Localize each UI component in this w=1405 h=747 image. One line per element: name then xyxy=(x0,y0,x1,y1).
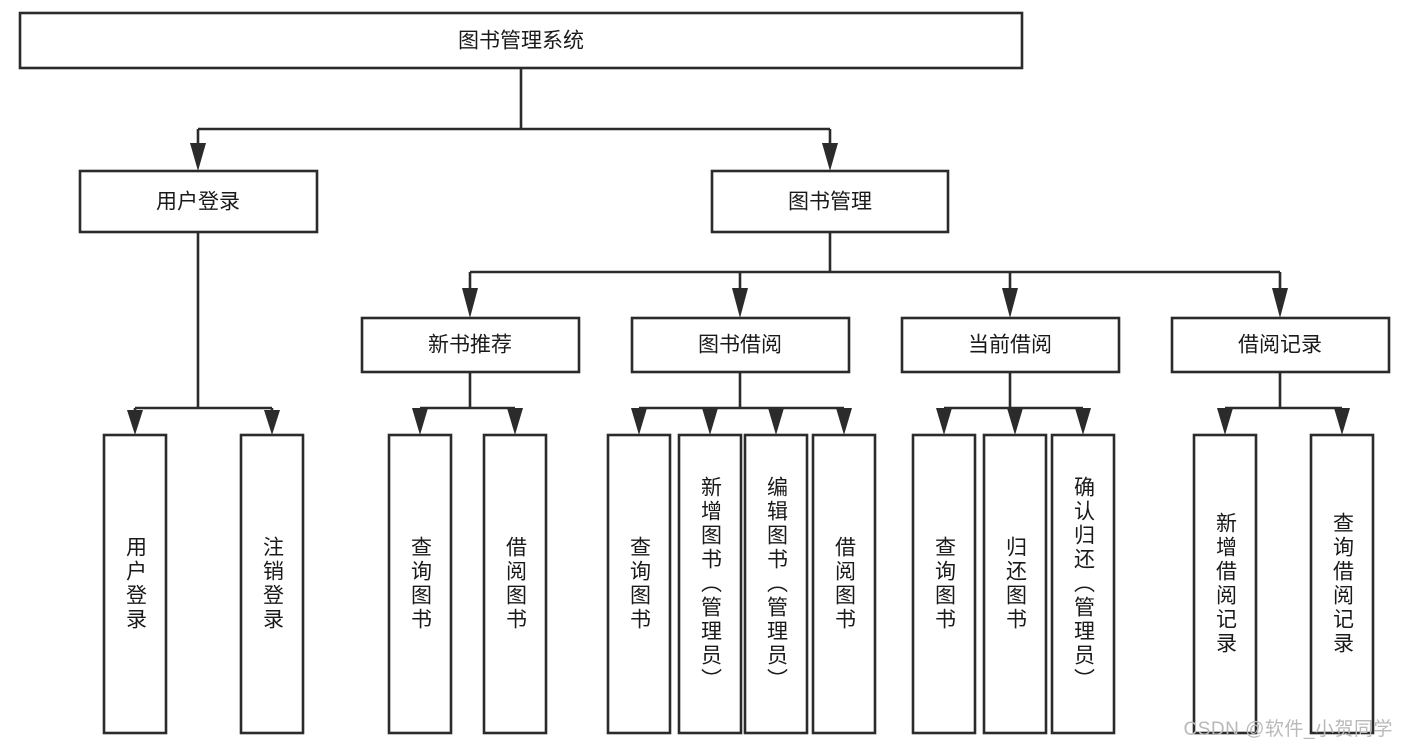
arrow-head-l-query-book-1 xyxy=(412,408,428,435)
connector-group-book-manage xyxy=(462,232,1288,318)
connector-group-borrow-record xyxy=(1217,372,1350,435)
arrow-head-l-borrow-book-1 xyxy=(507,408,523,435)
leaf-node-borrow-book-1[interactable]: 借阅图书 xyxy=(482,433,548,735)
leaf-user-logout-box[interactable] xyxy=(239,433,305,735)
arrow-head-leaf-user-login xyxy=(127,410,143,435)
leaf-node-user-logout[interactable]: 注销登录 xyxy=(239,433,305,735)
leaf-node-query-book-3[interactable]: 查询图书 xyxy=(911,433,977,735)
leaf-node-confirm-return[interactable]: 确认归还（管理员） xyxy=(1050,433,1116,735)
leaf-confirm-return-box[interactable] xyxy=(1050,433,1116,735)
leaf-node-query-book-1[interactable]: 查询图书 xyxy=(387,433,453,735)
arrow-head-current-borrow xyxy=(1002,288,1018,318)
node-user-login-label: 用户登录 xyxy=(156,191,240,214)
leaf-edit-book-label: 编辑图书（管理员） xyxy=(765,476,789,692)
arrow-head-l-add-record xyxy=(1217,408,1233,435)
leaf-add-book-box[interactable] xyxy=(677,433,743,735)
connector-group-current-borrow xyxy=(936,372,1091,435)
leaf-query-book-2-box[interactable] xyxy=(606,433,672,735)
node-book-borrow-label: 图书借阅 xyxy=(698,334,782,357)
node-borrow-record[interactable]: 借阅记录 xyxy=(1170,316,1391,374)
arrow-head-book-borrow xyxy=(732,288,748,318)
connector-group-user-login xyxy=(127,232,280,435)
node-new-book-rec-label: 新书推荐 xyxy=(428,334,512,357)
leaf-return-book-box[interactable] xyxy=(982,433,1048,735)
arrow-head-l-borrow-book-2 xyxy=(836,408,852,435)
leaf-node-return-book[interactable]: 归还图书 xyxy=(982,433,1048,735)
leaf-add-record-box[interactable] xyxy=(1192,433,1258,735)
leaf-node-add-book[interactable]: 新增图书（管理员） xyxy=(677,433,743,735)
leaf-node-query-record[interactable]: 查询借阅记录 xyxy=(1309,433,1375,735)
node-current-borrow[interactable]: 当前借阅 xyxy=(900,316,1121,374)
arrow-head-borrow-record xyxy=(1272,288,1288,318)
leaf-borrow-book-1-box[interactable] xyxy=(482,433,548,735)
arrow-head-user-login xyxy=(190,143,206,171)
connector-group-book-borrow xyxy=(631,372,852,435)
leaf-node-edit-book[interactable]: 编辑图书（管理员） xyxy=(743,433,809,735)
arrow-head-new-book-rec xyxy=(462,288,478,318)
arrow-head-l-edit-book xyxy=(768,408,784,435)
leaf-query-record-box[interactable] xyxy=(1309,433,1375,735)
watermark-label: CSDN @软件_小贺同学 xyxy=(1183,719,1393,740)
leaf-query-book-1-box[interactable] xyxy=(387,433,453,735)
leaf-query-record-label: 查询借阅记录 xyxy=(1331,512,1355,656)
arrow-head-l-confirm-return xyxy=(1075,408,1091,435)
node-book-borrow-box[interactable] xyxy=(630,316,851,374)
node-user-login[interactable]: 用户登录 xyxy=(78,169,319,234)
leaf-borrow-book-2-label: 借阅图书 xyxy=(833,536,857,632)
arrow-head-l-query-record xyxy=(1334,408,1350,435)
arrow-head-l-add-book xyxy=(702,408,718,435)
node-user-login-box[interactable] xyxy=(78,169,319,234)
arrow-head-leaf-user-logout xyxy=(264,410,280,435)
leaf-query-book-1-label: 查询图书 xyxy=(409,536,433,632)
node-root-box[interactable] xyxy=(18,11,1024,70)
connector-group-new-book-rec xyxy=(412,372,523,435)
leaf-confirm-return-label: 确认归还（管理员） xyxy=(1072,476,1096,692)
node-root[interactable]: 图书管理系统 xyxy=(18,11,1024,70)
leaf-borrow-book-1-label: 借阅图书 xyxy=(504,536,528,632)
node-book-manage[interactable]: 图书管理 xyxy=(710,169,950,234)
leaf-user-logout-label: 注销登录 xyxy=(261,536,285,632)
connector-group-root xyxy=(190,68,838,171)
node-book-borrow[interactable]: 图书借阅 xyxy=(630,316,851,374)
node-current-borrow-box[interactable] xyxy=(900,316,1121,374)
arrow-head-l-query-book-3 xyxy=(936,408,952,435)
node-book-manage-label: 图书管理 xyxy=(788,191,872,214)
arrow-head-l-query-book-2 xyxy=(631,408,647,435)
node-borrow-record-box[interactable] xyxy=(1170,316,1391,374)
arrow-head-l-return-book xyxy=(1007,408,1023,435)
leaf-node-query-book-2[interactable]: 查询图书 xyxy=(606,433,672,735)
node-root-label: 图书管理系统 xyxy=(458,30,584,53)
leaf-node-add-record[interactable]: 新增借阅记录 xyxy=(1192,433,1258,735)
leaf-query-book-2-label: 查询图书 xyxy=(628,536,652,632)
leaf-edit-book-box[interactable] xyxy=(743,433,809,735)
leaf-add-book-label: 新增图书（管理员） xyxy=(699,476,723,692)
leaf-borrow-book-2-box[interactable] xyxy=(811,433,877,735)
node-book-manage-box[interactable] xyxy=(710,169,950,234)
node-new-book-rec-box[interactable] xyxy=(360,316,581,374)
leaf-user-login-label: 用户登录 xyxy=(124,536,148,632)
leaf-user-login-box[interactable] xyxy=(102,433,168,735)
node-borrow-record-label: 借阅记录 xyxy=(1238,334,1322,357)
leaf-query-book-3-box[interactable] xyxy=(911,433,977,735)
arrow-head-book-manage xyxy=(822,143,838,171)
node-current-borrow-label: 当前借阅 xyxy=(968,334,1052,357)
leaf-return-book-label: 归还图书 xyxy=(1004,536,1028,632)
node-new-book-rec[interactable]: 新书推荐 xyxy=(360,316,581,374)
leaf-query-book-3-label: 查询图书 xyxy=(933,536,957,632)
leaf-node-borrow-book-2[interactable]: 借阅图书 xyxy=(811,433,877,735)
leaf-add-record-label: 新增借阅记录 xyxy=(1214,512,1238,656)
leaf-node-user-login[interactable]: 用户登录 xyxy=(102,433,168,735)
